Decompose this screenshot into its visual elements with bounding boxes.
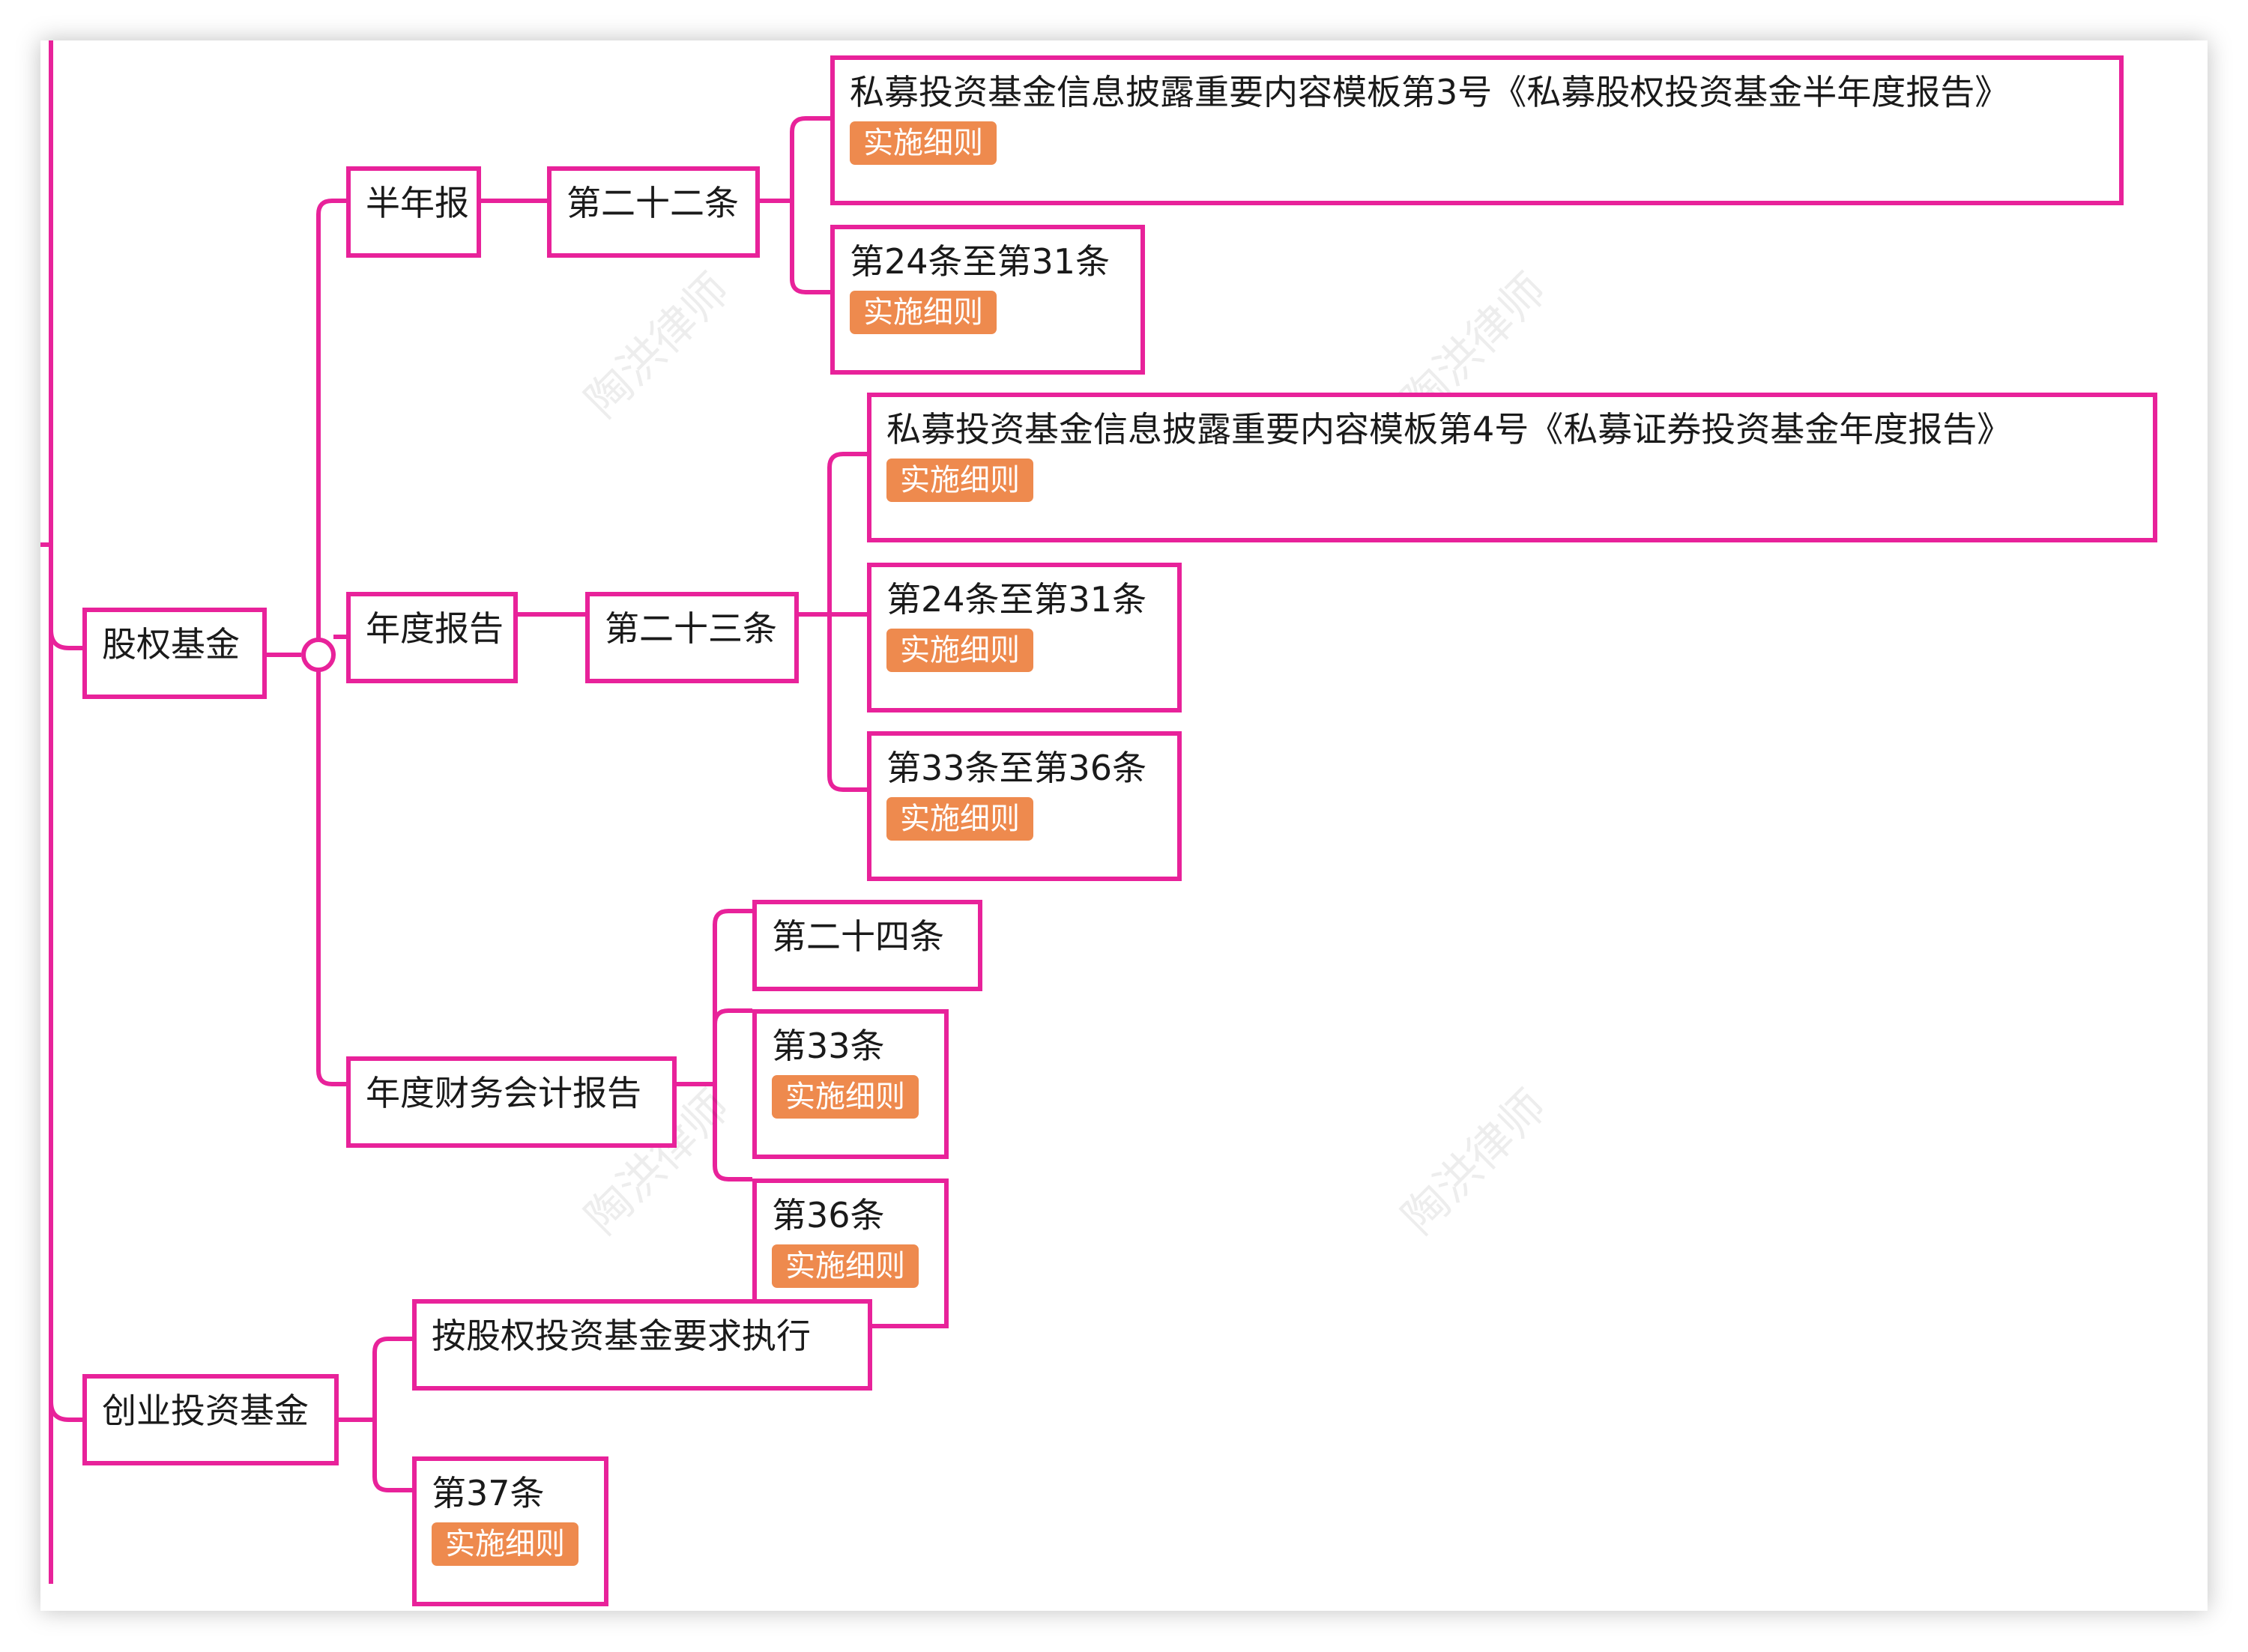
node-article-33[interactable]: 第33条 实施细则 <box>752 1009 949 1159</box>
node-annual-report[interactable]: 年度报告 <box>346 592 518 683</box>
node-label: 年度报告 <box>366 608 504 649</box>
node-label: 按股权投资基金要求执行 <box>432 1316 811 1356</box>
node-label: 私募投资基金信息披露重要内容模板第4号《私募证券投资基金年度报告》 <box>886 409 2012 450</box>
detail-rules-tag[interactable]: 实施细则 <box>772 1075 919 1119</box>
node-template-3[interactable]: 私募投资基金信息披露重要内容模板第3号《私募股权投资基金半年度报告》 实施细则 <box>830 55 2124 205</box>
node-article-22[interactable]: 第二十二条 <box>547 166 760 258</box>
connector-lines <box>40 40 867 1584</box>
node-article-23[interactable]: 第二十三条 <box>585 592 799 683</box>
connector-root-vc <box>49 1401 82 1422</box>
node-articles-33-36[interactable]: 第33条至第36条 实施细则 <box>867 731 1182 881</box>
connector-art23-children <box>827 452 867 792</box>
detail-rules-tag[interactable]: 实施细则 <box>850 121 997 165</box>
node-label: 年度财务会计报告 <box>366 1073 641 1113</box>
node-vc-fund[interactable]: 创业投资基金 <box>82 1374 339 1465</box>
node-label: 第33条 <box>772 1026 885 1066</box>
node-label: 第二十三条 <box>605 608 777 649</box>
node-label: 第二十四条 <box>772 916 944 957</box>
node-article-37[interactable]: 第37条 实施细则 <box>412 1456 608 1606</box>
detail-rules-tag[interactable]: 实施细则 <box>850 291 997 334</box>
connector-equity-annualfin <box>316 670 346 1086</box>
collapse-circle-icon <box>301 638 336 672</box>
node-label: 第24条至第31条 <box>850 241 1111 282</box>
node-label: 股权基金 <box>102 624 240 665</box>
node-annual-financial-report[interactable]: 年度财务会计报告 <box>346 1056 677 1148</box>
mind-map-canvas: 陶洪律师 陶洪律师 陶洪律师 陶洪律师 股权基金 创业投资基金 半年报 年度报告… <box>40 40 2208 1611</box>
node-article-24[interactable]: 第二十四条 <box>752 900 982 991</box>
connector-annualfin-children <box>713 909 752 1181</box>
connector-equity-vertical <box>316 199 346 640</box>
detail-rules-tag[interactable]: 实施细则 <box>432 1522 578 1566</box>
connector-root-equity <box>49 629 82 650</box>
node-template-4[interactable]: 私募投资基金信息披露重要内容模板第4号《私募证券投资基金年度报告》 实施细则 <box>867 393 2157 542</box>
detail-rules-tag[interactable]: 实施细则 <box>772 1244 919 1288</box>
detail-rules-tag[interactable]: 实施细则 <box>886 459 1033 502</box>
node-label: 第37条 <box>432 1473 545 1513</box>
node-articles-24-31-annual[interactable]: 第24条至第31条 实施细则 <box>867 563 1182 712</box>
detail-rules-tag[interactable]: 实施细则 <box>886 629 1033 672</box>
node-label: 第二十二条 <box>566 183 739 223</box>
node-half-year-report[interactable]: 半年报 <box>346 166 481 258</box>
node-equity-fund[interactable]: 股权基金 <box>82 608 267 699</box>
node-articles-24-31-halfyear[interactable]: 第24条至第31条 实施细则 <box>830 225 1145 375</box>
node-label: 第36条 <box>772 1195 885 1235</box>
detail-rules-tag[interactable]: 实施细则 <box>886 797 1033 841</box>
node-label: 半年报 <box>366 183 469 223</box>
node-label: 第24条至第31条 <box>886 579 1147 620</box>
node-follow-equity-rules[interactable]: 按股权投资基金要求执行 <box>412 1299 872 1391</box>
connector-art22-children <box>790 116 830 294</box>
node-label: 创业投资基金 <box>102 1391 309 1431</box>
connector-vc-children <box>372 1337 412 1492</box>
node-label: 私募投资基金信息披露重要内容模板第3号《私募股权投资基金半年度报告》 <box>850 72 2010 112</box>
node-label: 第33条至第36条 <box>886 748 1147 788</box>
